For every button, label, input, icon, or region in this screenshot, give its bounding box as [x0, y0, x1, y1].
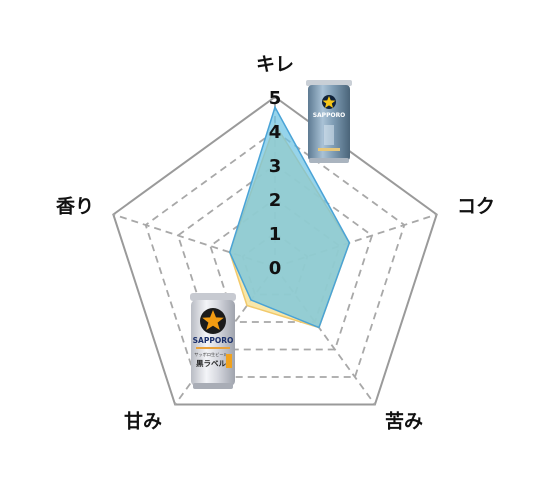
- series-area-blue-beer-can: [228, 105, 351, 329]
- blue-can-brand: SAPPORO: [313, 112, 346, 119]
- grid-ring-3: [176, 163, 374, 351]
- tick-label-2: 2: [269, 190, 282, 211]
- axis-label-kaori: 香り: [55, 195, 95, 218]
- axis-label-kire: キレ: [255, 53, 295, 76]
- silver-can-name: 黒ラベル: [196, 358, 226, 368]
- silver-can-subtitle: サッポロ生ビール: [194, 351, 228, 358]
- sapporo-black-label-can-image: SAPPORO サッポロ生ビール 黒ラベル: [190, 293, 236, 389]
- silver-can-brand: SAPPORO: [193, 336, 234, 345]
- series-group: [228, 105, 351, 329]
- tick-label-4: 4: [269, 122, 282, 143]
- axis-label-amami: 甘み: [123, 410, 163, 433]
- axis-label-koku: コク: [456, 195, 496, 218]
- tick-label-3: 3: [269, 156, 282, 177]
- blue-beer-can-image: SAPPORO: [306, 80, 352, 163]
- grid-ring-4: [144, 129, 406, 378]
- grid-ring-5: [112, 95, 438, 406]
- tick-label-5: 5: [269, 88, 282, 109]
- tick-label-1: 1: [269, 224, 282, 245]
- tick-labels: 0 1 2 3 4 5: [269, 88, 282, 279]
- tick-label-0: 0: [269, 258, 282, 279]
- axis-label-nigami: 苦み: [384, 410, 424, 433]
